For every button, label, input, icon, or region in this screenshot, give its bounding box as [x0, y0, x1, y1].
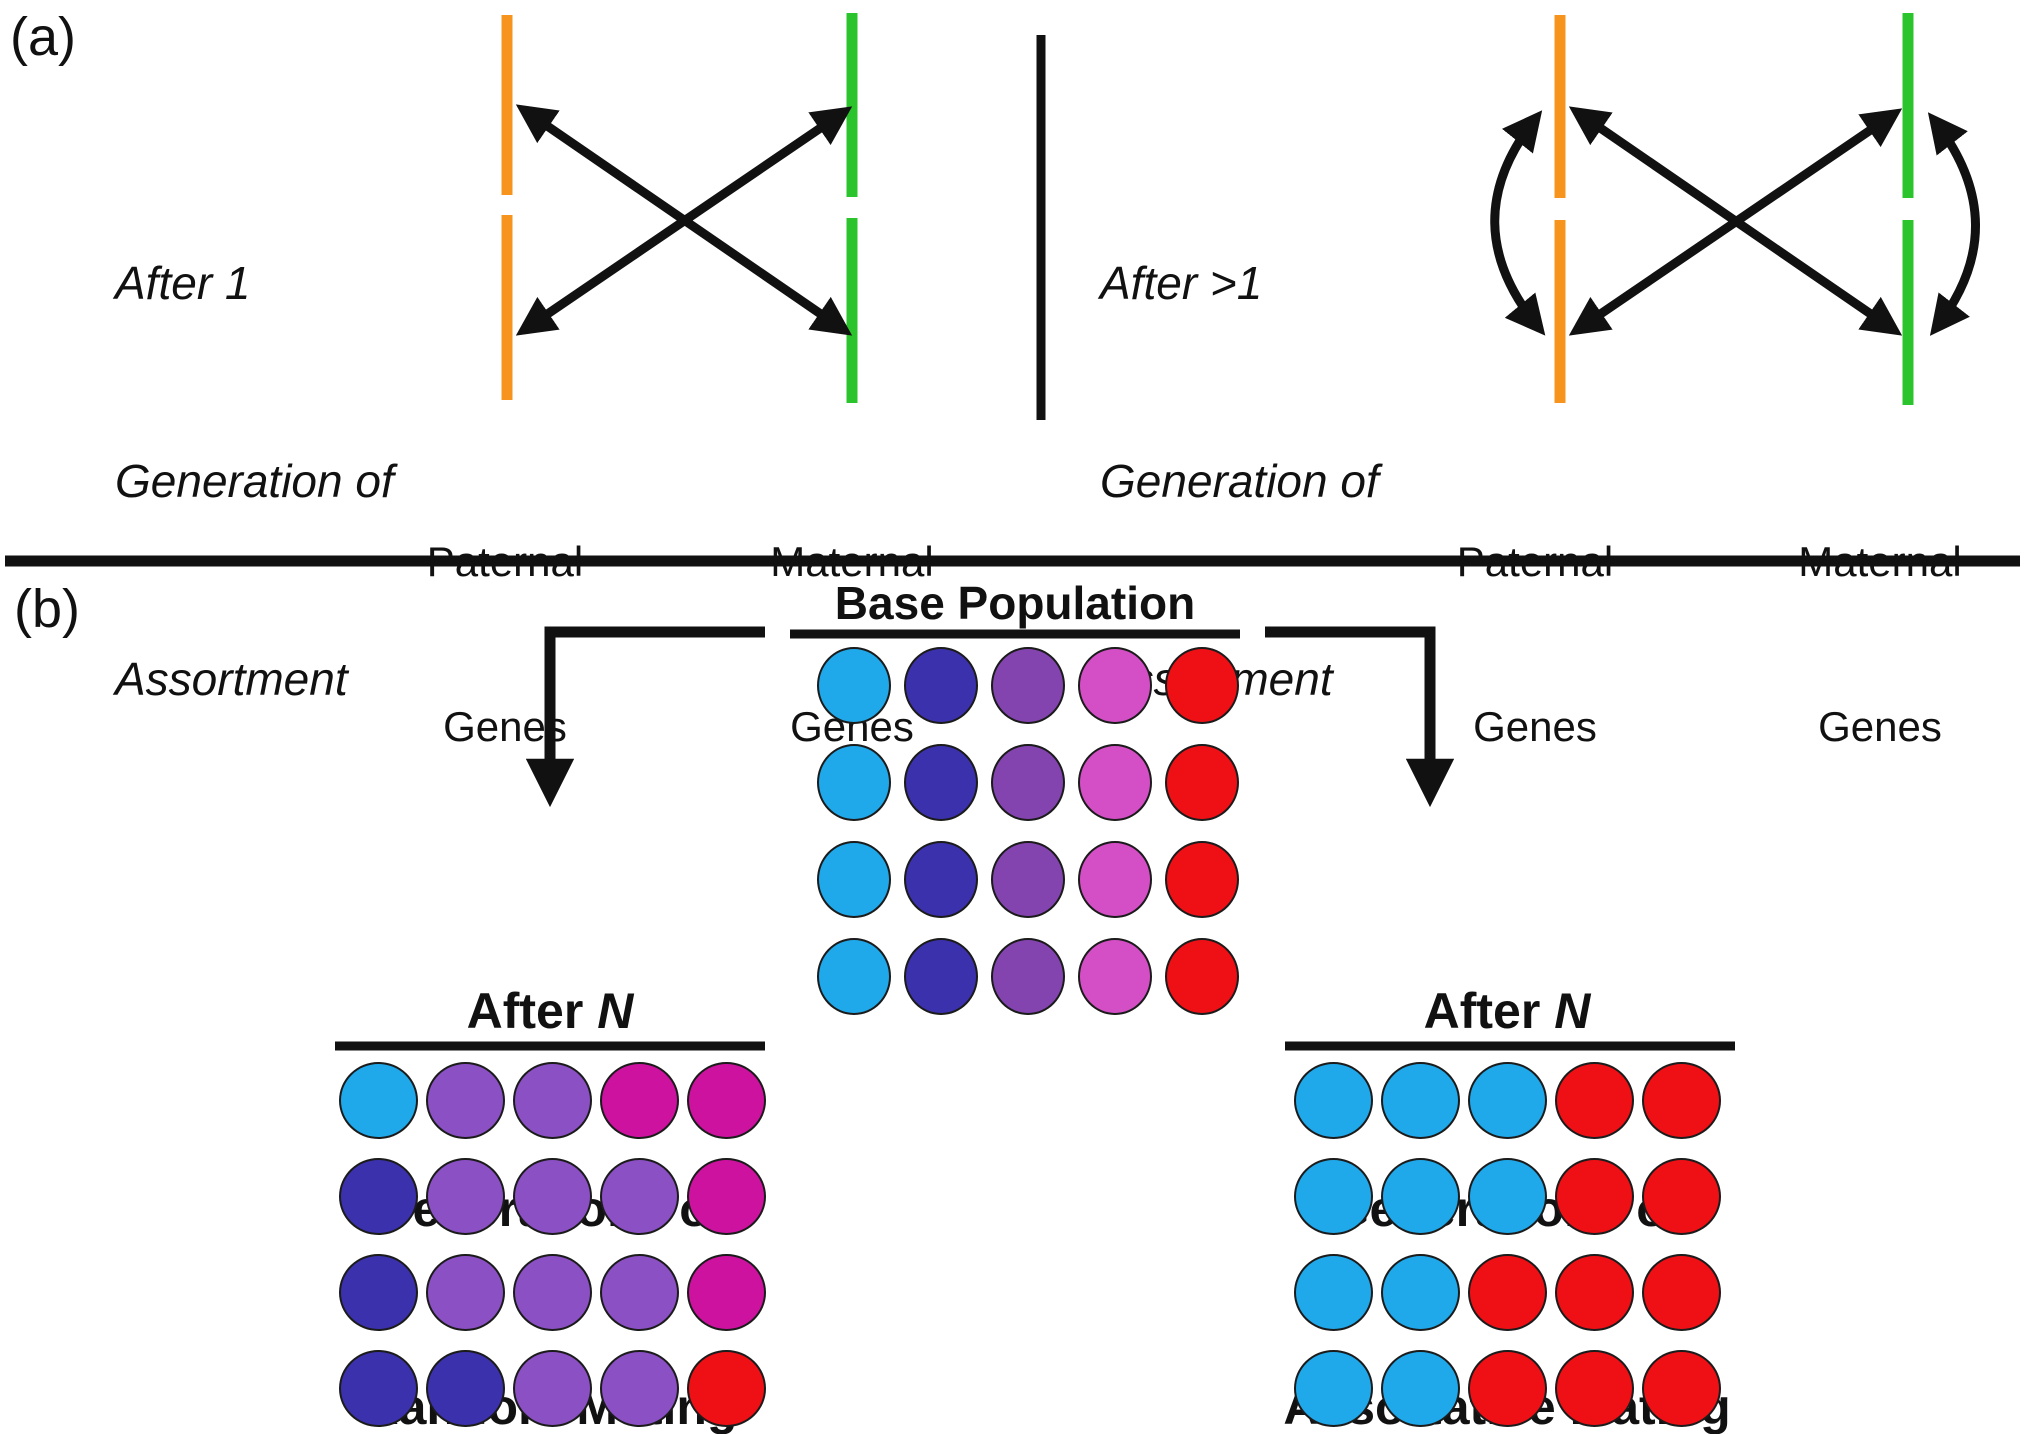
heading-after-1-generation: After 1 Generation of Assortment — [115, 118, 394, 844]
random-mating-heading: After N Generations of Random Mating — [363, 846, 738, 1434]
heading-line: After N — [363, 978, 738, 1044]
label-line: Maternal — [770, 538, 934, 585]
assortative-mating-heading: After N Generations of Assortative Matin… — [1283, 846, 1730, 1434]
heading-line: Generations of — [373, 1181, 727, 1237]
label-line: Maternal — [1798, 538, 1962, 585]
heading-line: Generation of — [1100, 455, 1379, 507]
maternal-genes-label-left: Maternal Genes — [770, 424, 933, 864]
cross-assortment-arrow — [515, 106, 853, 336]
label-line: Genes — [1473, 703, 1597, 750]
heading-line: Assortment — [115, 653, 348, 705]
branch-arrow-left — [525, 626, 765, 808]
heading-after-gt1-generation: After >1 Generation of Assortment — [1100, 118, 1379, 844]
heading-line: After >1 — [1100, 257, 1263, 309]
heading-n-italic: N — [1554, 983, 1591, 1039]
within-maternal-curved-arrow — [1927, 112, 1980, 336]
label-line: Genes — [443, 703, 567, 750]
label-line: Genes — [790, 703, 914, 750]
within-paternal-curved-arrow — [1490, 110, 1546, 336]
cross-assortment-arrow — [1568, 108, 1903, 336]
heading-text: After — [466, 983, 598, 1039]
branch-arrow-right — [1265, 626, 1455, 808]
heading-n-italic: N — [597, 983, 634, 1039]
label-line: Genes — [1818, 703, 1942, 750]
heading-line: After 1 — [115, 257, 251, 309]
heading-line: After N — [1283, 978, 1730, 1044]
label-line: Paternal — [1456, 538, 1614, 585]
heading-text: After — [1423, 983, 1555, 1039]
heading-line: Random Mating — [362, 1379, 738, 1434]
panel-b-label: (b) — [14, 579, 80, 639]
heading-line: Generation of — [115, 455, 394, 507]
heading-line: Generations of — [1330, 1181, 1684, 1237]
paternal-genes-label-left: Paternal Genes — [427, 424, 583, 864]
heading-line: Assortative Mating — [1283, 1379, 1731, 1434]
panel-a-label: (a) — [10, 7, 76, 67]
base-population-title: Base Population — [834, 577, 1196, 629]
maternal-genes-label-right: Maternal Genes — [1798, 424, 1961, 864]
heading-line: Assortment — [1100, 653, 1333, 705]
paternal-genes-label-right: Paternal Genes — [1457, 424, 1613, 864]
label-line: Paternal — [426, 538, 584, 585]
